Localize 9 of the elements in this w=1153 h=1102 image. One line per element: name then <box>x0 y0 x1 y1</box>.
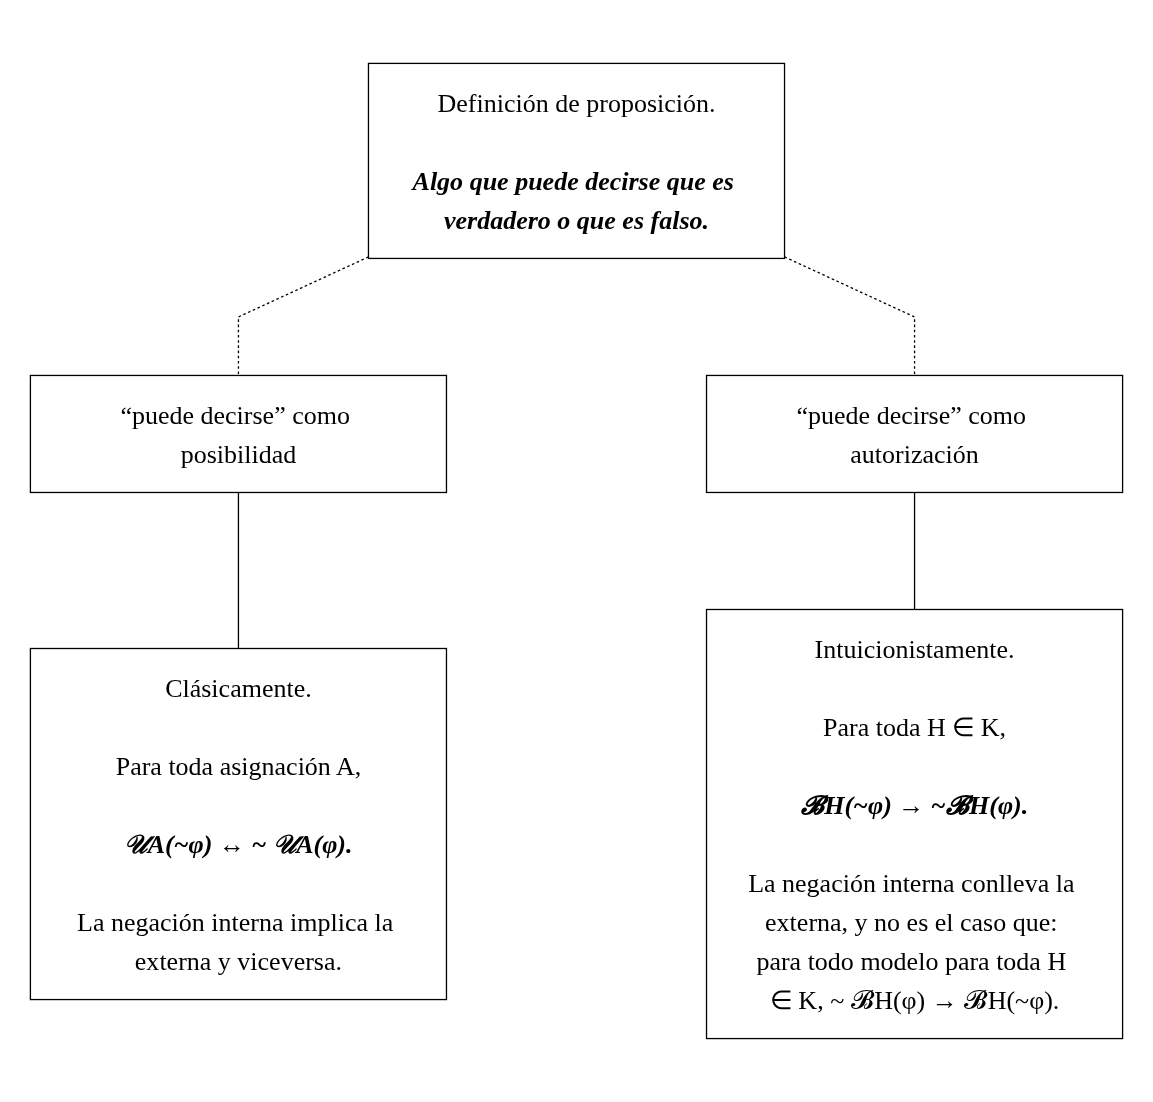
connector <box>783 256 916 377</box>
node-box: Definición de proposición. Algo que puede decirse que es verdadero o que es falso. <box>367 62 786 260</box>
node-box: “puede decirse” como autorización <box>705 374 1124 494</box>
connector <box>913 491 916 611</box>
node-box: Clásicamente. Para toda asignación A, 𝒰A(~φ) ↔ ~ 𝒰A(φ). La negación interna implica la externa y viceversa. <box>29 647 448 1001</box>
node-box: “puede decirse” como posibilidad <box>29 374 448 494</box>
connector <box>237 256 370 377</box>
node-box: Intuicionistamente. Para toda H ∈ K, 𝓑H(~φ) → ~𝓑H(φ). La negación interna conlleva la externa, y no es el caso que: para todo modelo para toda H ∈ K, ~ 𝓑H(φ) → 𝓑H(~φ). <box>705 608 1124 1040</box>
connector <box>237 491 240 650</box>
